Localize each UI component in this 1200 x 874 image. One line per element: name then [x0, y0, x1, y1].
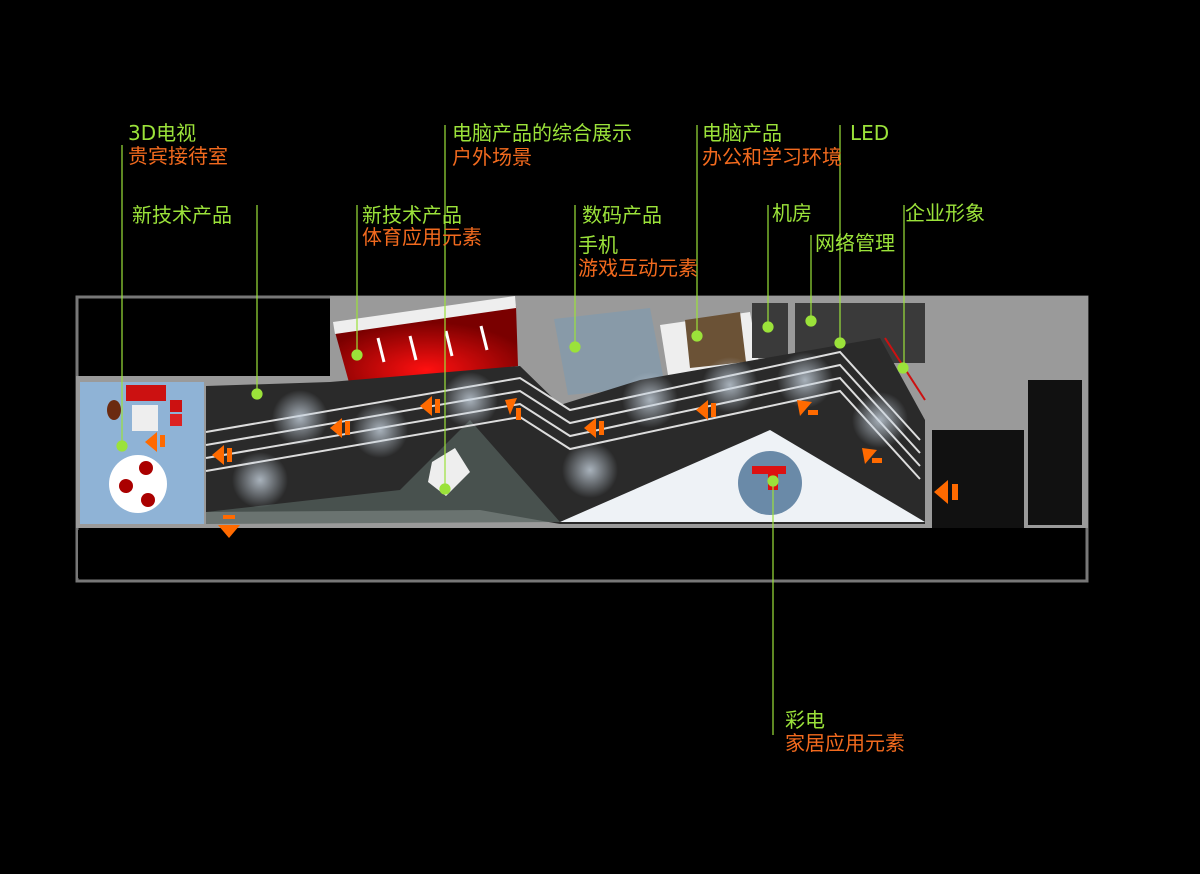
label-new-tech-2: 新技术产品	[362, 203, 462, 227]
label-pc-showcase: 电脑产品的综合展示	[452, 121, 632, 145]
arrow-icon	[505, 398, 521, 420]
label-home: 家居应用元素	[785, 731, 905, 755]
arrow-icon	[696, 400, 716, 420]
label-led: LED	[850, 121, 890, 145]
label-office: 办公和学习环境	[702, 145, 842, 169]
label-3d-tv: 3D电视	[128, 121, 197, 145]
label-outdoor: 户外场景	[452, 145, 532, 169]
vip-room	[80, 382, 204, 524]
label-pc: 电脑产品	[702, 121, 782, 145]
label-server-room: 机房	[772, 201, 812, 225]
leader-lines	[116, 125, 909, 735]
arrow-icon	[797, 400, 818, 416]
label-network: 网络管理	[815, 231, 895, 255]
arrow-icon	[145, 432, 165, 452]
sports-zone	[333, 296, 518, 386]
arrow-icon	[218, 515, 240, 538]
side-room	[1028, 380, 1082, 525]
digital-zone	[554, 308, 665, 395]
flow-arrows	[145, 396, 958, 538]
arrow-icon	[584, 418, 604, 438]
label-color-tv: 彩电	[785, 708, 825, 732]
label-digital: 数码产品	[582, 203, 662, 227]
arrow-icon	[420, 396, 440, 416]
main-corridor	[205, 337, 926, 524]
arrow-icon	[934, 480, 958, 504]
arrow-icon	[212, 445, 232, 465]
arrow-icon	[862, 448, 882, 464]
entrance-room	[932, 430, 1024, 528]
label-sports: 体育应用元素	[362, 225, 482, 249]
label-new-tech: 新技术产品	[132, 203, 232, 227]
label-game: 游戏互动元素	[578, 256, 698, 280]
label-corporate: 企业形象	[905, 201, 985, 225]
label-phone: 手机	[578, 233, 618, 257]
label-vip-room: 贵宾接待室	[128, 144, 228, 168]
arrow-icon	[330, 418, 350, 438]
